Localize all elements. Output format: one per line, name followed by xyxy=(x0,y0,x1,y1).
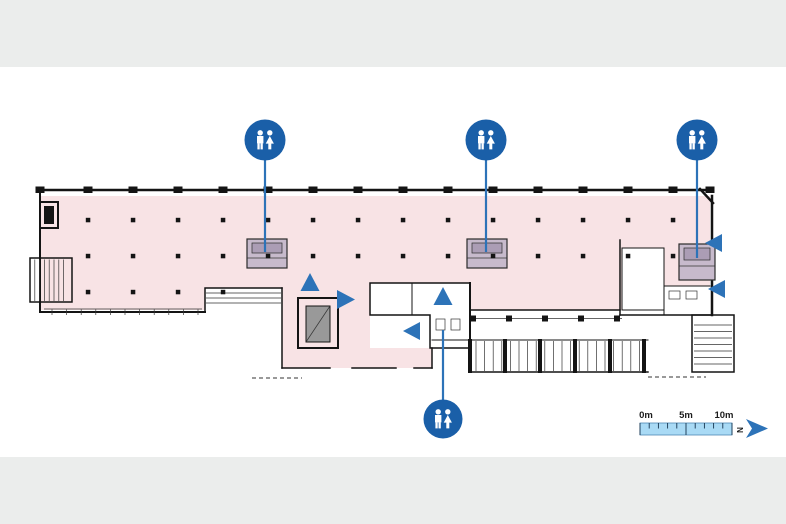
window-ticks xyxy=(51,309,199,315)
floor-plan xyxy=(29,186,735,379)
scale-ticks xyxy=(639,423,733,435)
scale-label-10m: 10m xyxy=(714,410,733,421)
walls xyxy=(36,187,715,379)
restroom-marker-top-center xyxy=(465,119,507,161)
entrance-arrow-right-1 xyxy=(337,290,355,309)
entrance-arrow-left-3 xyxy=(708,280,725,298)
floor-area xyxy=(40,196,710,368)
facade-glazing xyxy=(468,339,646,373)
top-left-room xyxy=(39,201,59,229)
restroom-marker-top-right xyxy=(676,119,718,161)
scale-bar: 0m 5m 10m xyxy=(639,410,734,436)
facade-columns xyxy=(35,186,715,193)
entrance-arrow-left-1 xyxy=(403,322,420,340)
top-margin-band xyxy=(0,0,786,67)
entrance-arrow-up-2 xyxy=(433,287,453,305)
restroom-marker-bottom xyxy=(423,399,463,439)
scale-label-5m: 5m xyxy=(679,410,693,421)
north-arrow: N xyxy=(736,419,768,438)
bottom-margin-band xyxy=(0,457,786,524)
central-stair-room xyxy=(297,297,339,349)
service-core-left xyxy=(246,238,288,269)
annotations xyxy=(244,119,725,439)
scale-label-0m: 0m xyxy=(639,410,653,421)
north-arrow-dart xyxy=(746,419,768,438)
entrance-arrow-left-2 xyxy=(705,234,722,252)
column-row xyxy=(470,315,620,322)
left-stairwell xyxy=(29,257,73,303)
bottom-right-stair-room xyxy=(691,314,735,373)
column-grid-dots xyxy=(85,217,676,295)
entrance-arrow-up-1 xyxy=(300,273,320,291)
restroom-marker-top-left xyxy=(244,119,286,161)
north-label: N xyxy=(736,427,745,433)
